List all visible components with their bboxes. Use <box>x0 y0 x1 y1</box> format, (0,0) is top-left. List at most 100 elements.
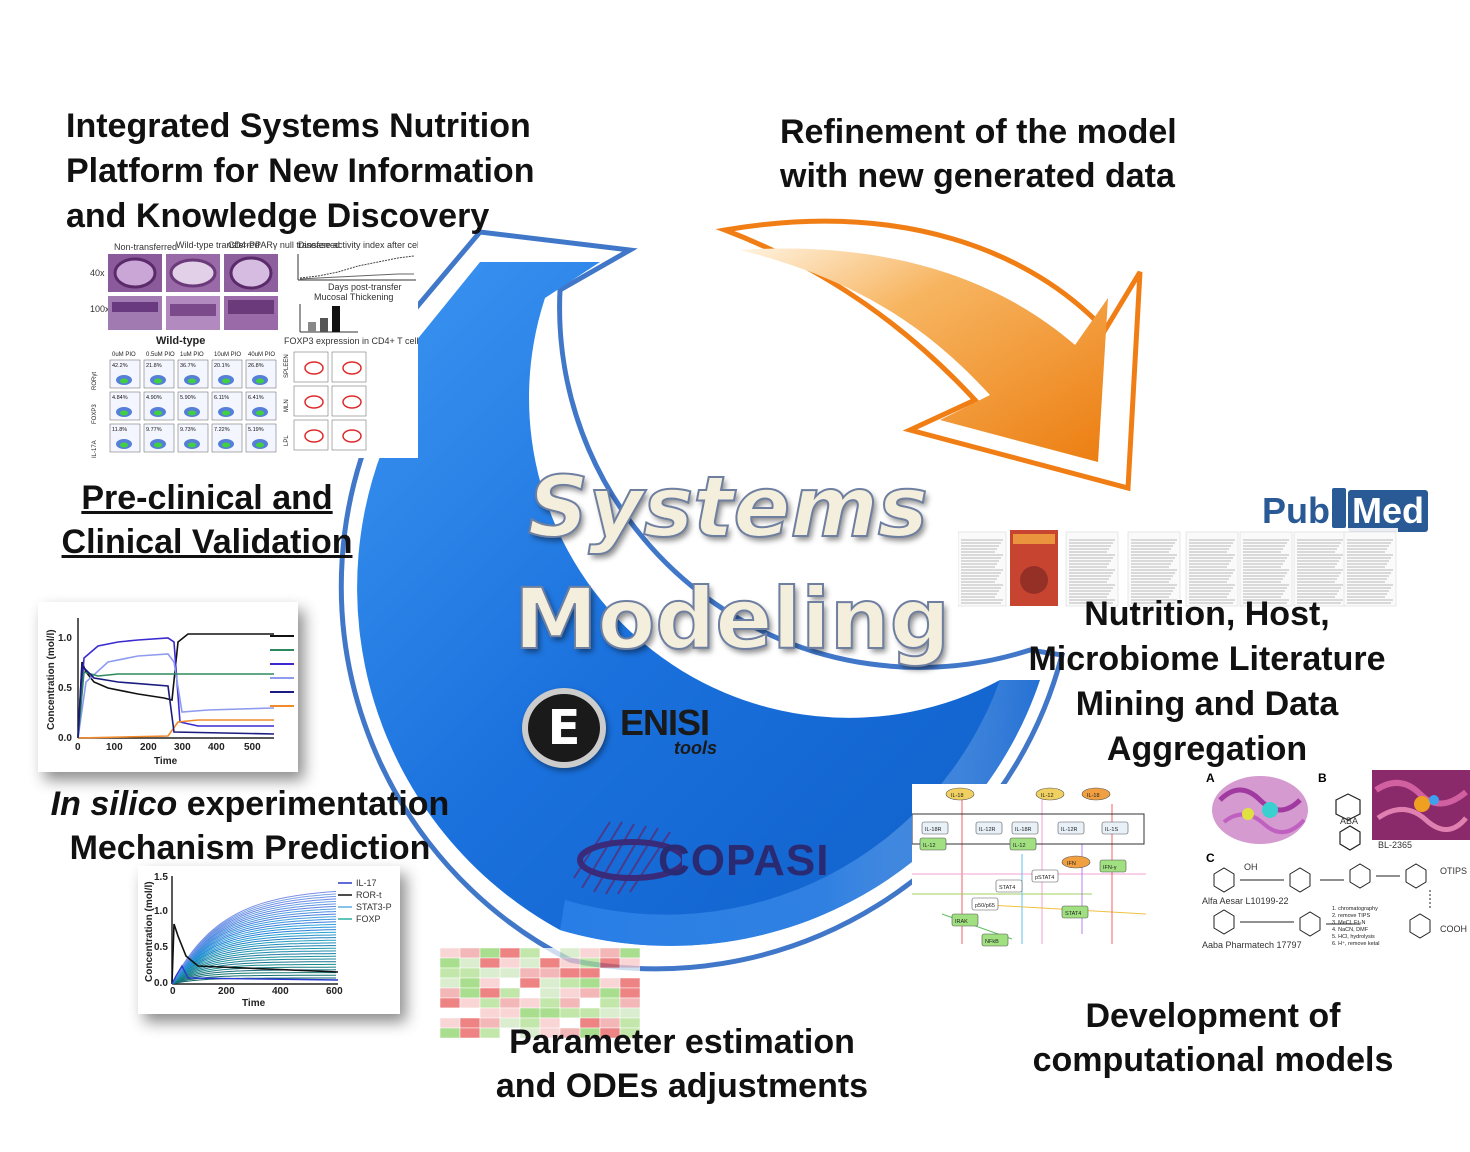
facs-value: 42.2% <box>112 363 128 369</box>
enisi-sub: tools <box>674 738 717 758</box>
histo-col-3: CD4-PPARγ null transferred <box>228 240 340 250</box>
pubmed-logo: Pub Med <box>1262 472 1428 532</box>
orange-arrow-outline <box>715 218 1143 492</box>
facs-value: 11.8% <box>112 427 127 433</box>
plot2-legend-1: IL-17 <box>356 878 377 888</box>
heatmap-cell <box>499 977 521 989</box>
histo-col-1: Non-transferred <box>114 242 177 252</box>
plot2-curve <box>171 939 337 985</box>
label-integrated-platform: Integrated Systems Nutrition Platform fo… <box>66 107 535 235</box>
heatmap-cell <box>599 977 621 989</box>
label-insilico: In silico experimentation Mechanism Pred… <box>50 785 450 867</box>
plot2-curve <box>171 890 337 985</box>
pathway-node <box>1101 821 1129 835</box>
plot2-curve <box>171 926 337 985</box>
plot2-curve-dark <box>171 923 339 985</box>
facs-dot-core <box>188 378 196 384</box>
pathway-node-label: NFkB <box>985 939 999 945</box>
pathway-node <box>1081 787 1111 801</box>
heatmap-cell <box>559 957 581 969</box>
pathway-node-label: IFN-γ <box>1103 865 1117 871</box>
plot2-ylabel: Concentration (mol/l) <box>144 881 155 982</box>
facs-value: 5.19% <box>248 427 264 433</box>
pathway-node-label: pSTAT4 <box>1035 875 1054 881</box>
svg-text:Days post-transfer: Days post-transfer <box>328 282 402 292</box>
heatmap-cell <box>579 977 601 989</box>
plot1-xtick-0: 0 <box>75 742 81 753</box>
chem-label-a: A <box>1206 771 1215 785</box>
pathway-node-label: p50/p65 <box>975 903 995 909</box>
pathway-node <box>919 837 947 851</box>
heatmap-cell <box>439 987 461 999</box>
heatmap-cell <box>559 1007 581 1019</box>
facs-dot-core <box>222 410 230 416</box>
facs-title: Wild-type <box>156 335 205 347</box>
plot2-curve <box>171 911 337 985</box>
chem-alfa: Alfa Aesar L10199-22 <box>1202 896 1289 906</box>
pathway-node-label: IL-18 <box>1087 793 1100 799</box>
heatmap-cell <box>499 967 521 979</box>
facs-dot-core <box>222 442 230 448</box>
facs-value: 4.90% <box>146 395 162 401</box>
heatmap-cell <box>599 957 621 969</box>
journal-cover-band <box>1013 534 1055 544</box>
facs-value: 20.1% <box>214 363 230 369</box>
plot2-xtick-0: 0 <box>170 986 176 997</box>
heatmap-cell <box>439 967 461 979</box>
heatmap-cell <box>479 957 501 969</box>
facs-dot-core <box>256 378 264 384</box>
heatmap-cell <box>479 977 501 989</box>
facs-dot-core <box>256 442 264 448</box>
plot2-curve <box>171 945 336 985</box>
facs-col-label: 40uM PIO <box>248 352 275 358</box>
heatmap-cell <box>579 957 601 969</box>
pathway-node-label: IL-18R <box>1015 827 1032 833</box>
heatmap-cell <box>599 967 621 979</box>
pathway-node <box>945 787 975 801</box>
enisi-letter: E <box>528 694 600 762</box>
concentration-plot-1: Concentration (mol/l) 1.0 0.5 0.0 0 100 … <box>38 602 298 772</box>
plot2-curve <box>171 955 336 985</box>
facs-value: 9.77% <box>146 427 162 433</box>
disease-activity-chart: Disease activity index after cell adopti… <box>297 240 418 292</box>
label-literature-mining: Nutrition, Host, Microbiome Literature M… <box>1028 595 1386 768</box>
heatmap-cell <box>519 947 541 959</box>
chem-step: 3. MeCl, Et₃N <box>1332 920 1365 926</box>
heatmap-cell <box>499 957 521 969</box>
plot2-curve <box>171 913 337 985</box>
chem-otips: OTIPS <box>1440 866 1467 876</box>
plot2-curve <box>171 929 337 985</box>
plot2-xlabel: Time <box>242 998 266 1009</box>
chem-bl2365: BL-2365 <box>1378 840 1412 850</box>
label-refinement: Refinement of the model with new generat… <box>780 113 1177 195</box>
heatmap-cell <box>579 987 601 999</box>
heatmap-cell <box>479 997 501 1009</box>
pathway-node <box>1031 869 1059 883</box>
heatmap-cell <box>599 947 621 959</box>
plot1-xtick-200: 200 <box>140 742 157 753</box>
heatmap-cell <box>539 977 561 989</box>
heatmap-cell <box>619 1007 641 1019</box>
chem-step: 6. H⁺, remove ketal <box>1332 940 1380 947</box>
heatmap-cell <box>579 997 601 1009</box>
heatmap-cell <box>539 987 561 999</box>
plot2-xtick-400: 400 <box>272 986 289 997</box>
pathway-node <box>995 879 1023 893</box>
plot2-legend-4: FOXP <box>356 914 381 924</box>
heatmap-cell <box>539 947 561 959</box>
heatmap-cell <box>579 1007 601 1019</box>
plot1-xtick-400: 400 <box>208 742 225 753</box>
heatmap-cell <box>439 1017 461 1029</box>
heatmap-cell <box>599 997 621 1009</box>
heatmap-cell <box>479 1007 501 1019</box>
plot2-xtick-200: 200 <box>218 986 235 997</box>
facs-dot-core <box>154 378 162 384</box>
journal-cover-art <box>1020 566 1048 594</box>
plot2-curve <box>171 923 337 985</box>
pathway-node <box>1061 855 1091 869</box>
plot2-curve <box>171 921 337 985</box>
heatmap-cell <box>559 967 581 979</box>
heatmap-cell <box>559 987 581 999</box>
